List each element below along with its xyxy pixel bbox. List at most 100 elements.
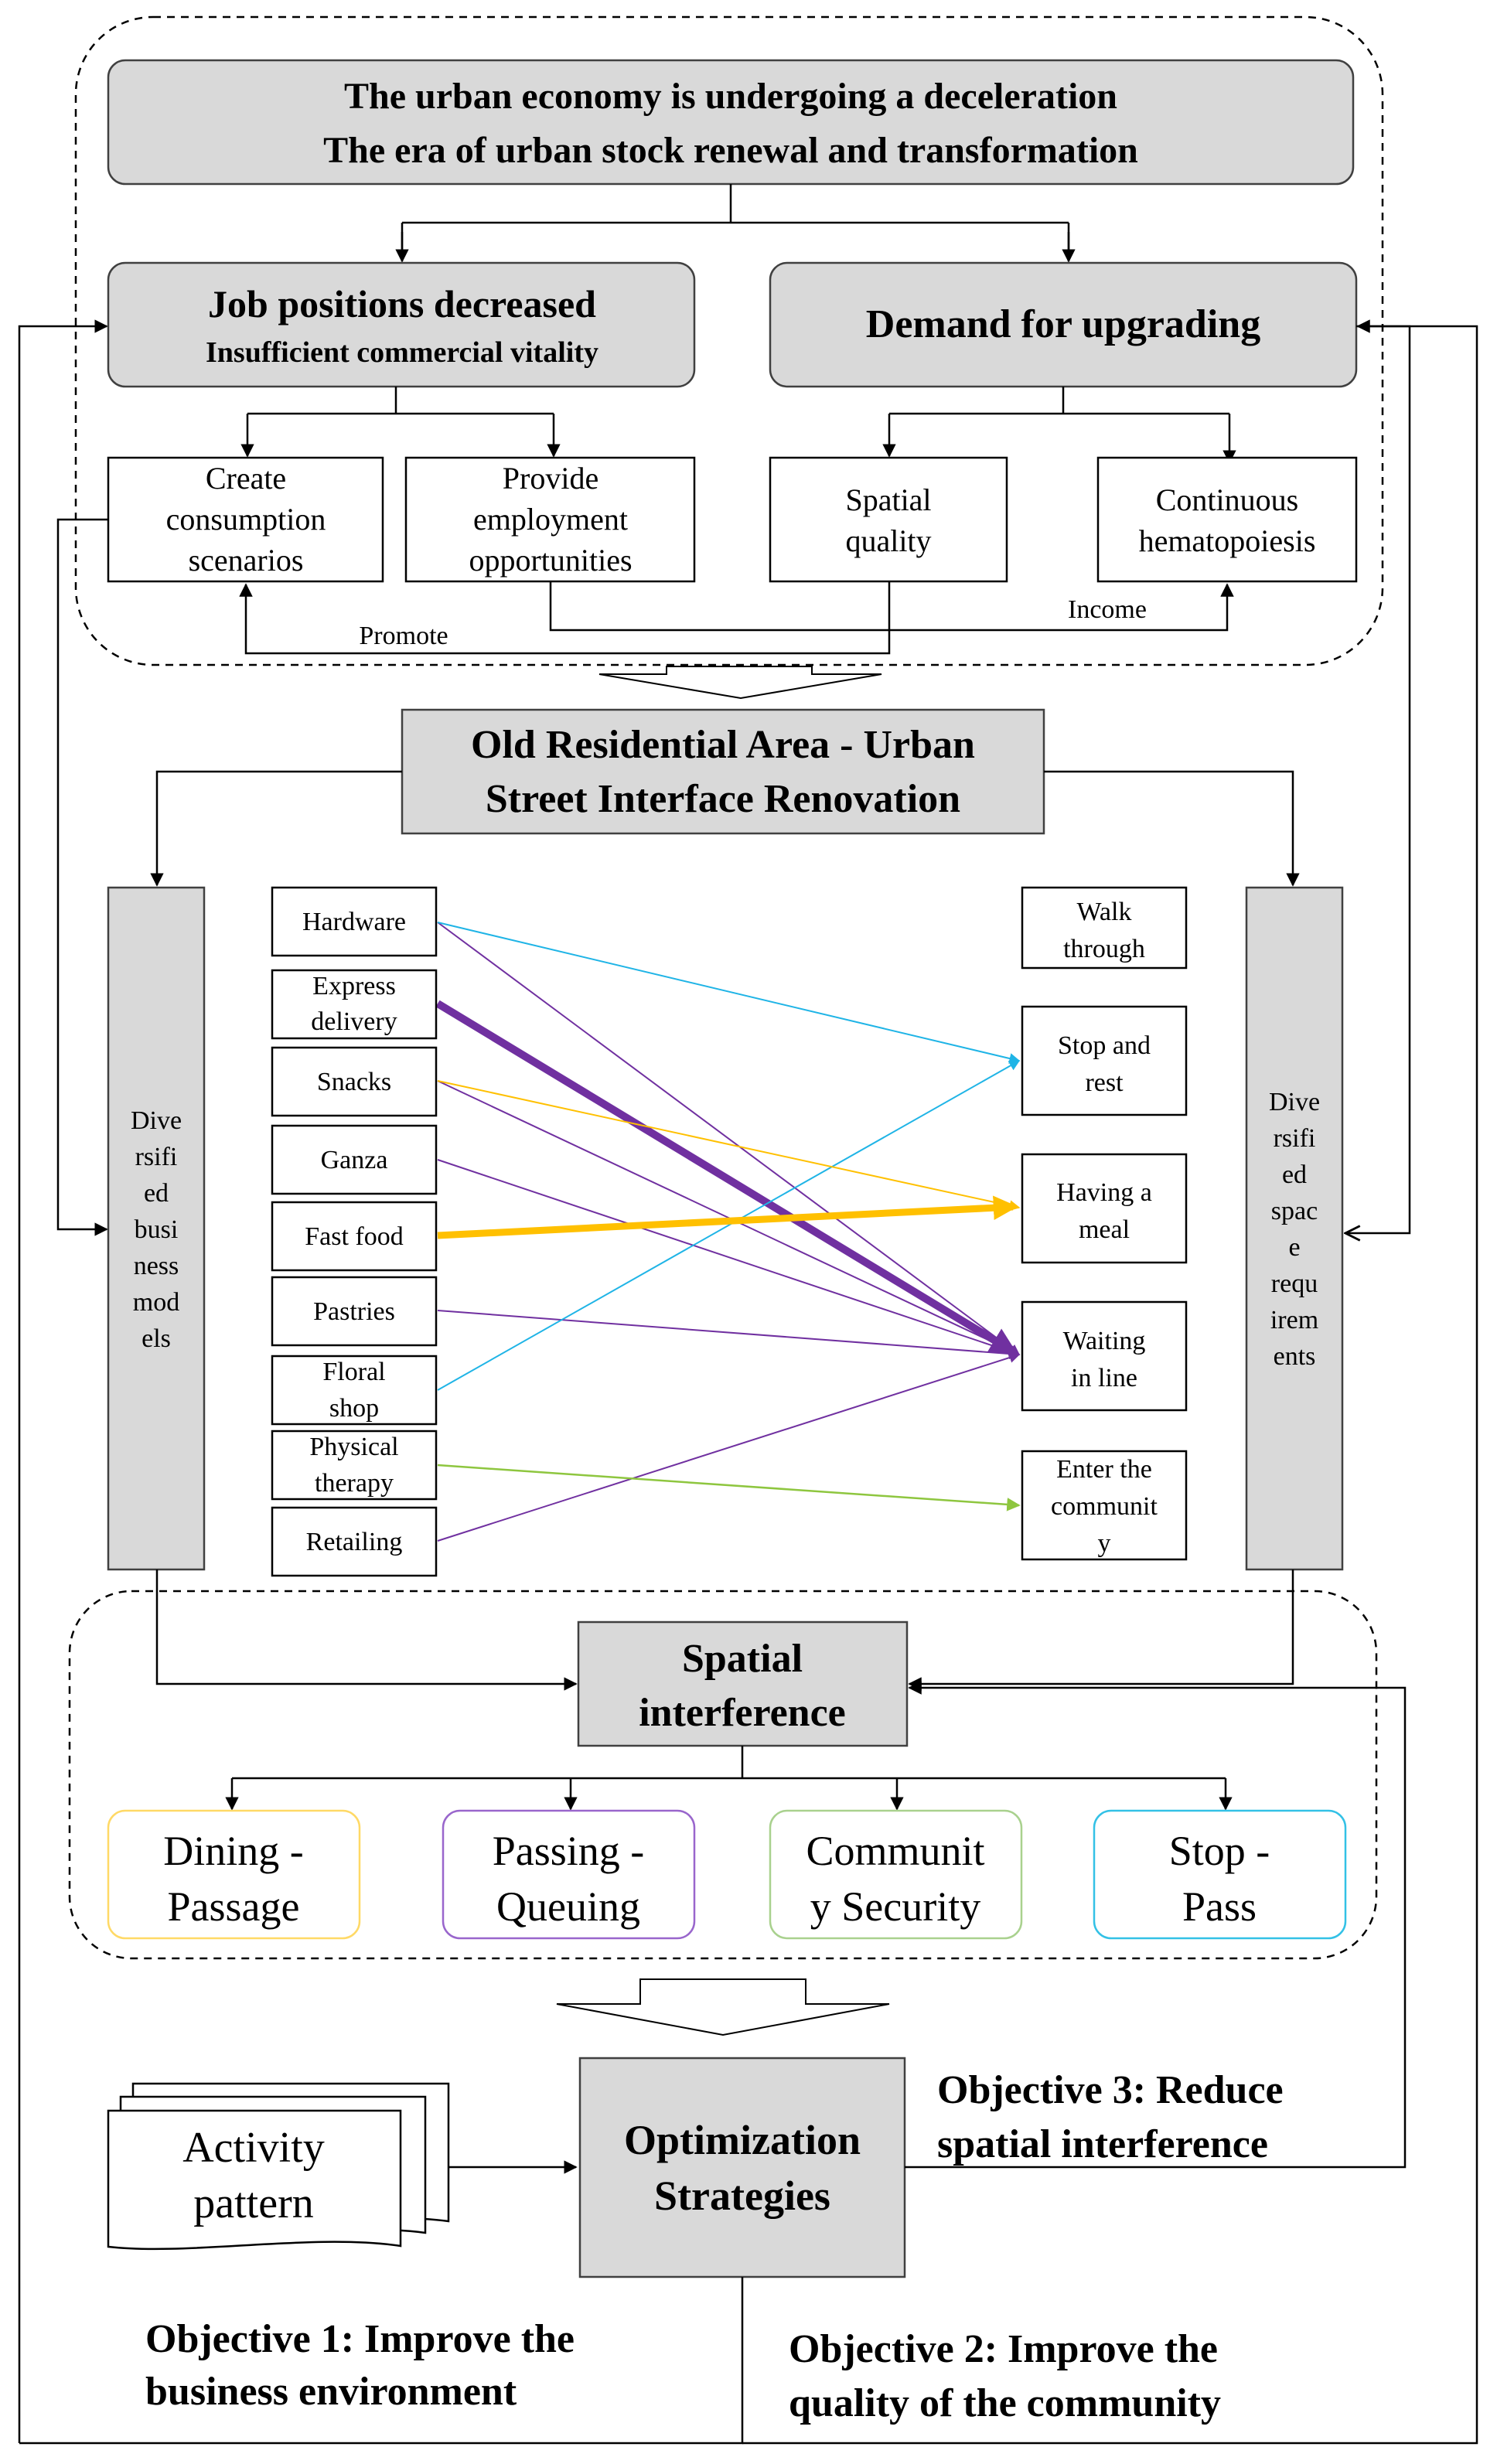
svg-text:Passage: Passage — [168, 1883, 300, 1930]
connection-lines — [435, 922, 1021, 1542]
diversified-business-models-column: Dive rsifi ed busi ness mod els — [107, 886, 206, 1571]
space-waiting-in-line: Waiting in line — [1021, 1300, 1188, 1412]
svg-text:Enter the: Enter the — [1056, 1455, 1152, 1484]
conflict-dining-passage: Dining - Passage — [107, 1809, 361, 1940]
objective-labels: Objective 3: Reduce spatial interference… — [145, 2068, 1284, 2425]
promote-label: Promote — [359, 622, 448, 650]
arrow-requirements-to-interference — [908, 1569, 1294, 1691]
svg-text:pattern: pattern — [193, 2179, 313, 2227]
space-walk-through: Walk through — [1021, 886, 1188, 970]
svg-text:The urban economy is undergoin: The urban economy is undergoing a decele… — [344, 76, 1117, 117]
svg-text:interference: interference — [639, 1691, 846, 1735]
svg-text:Optimization: Optimization — [624, 2117, 861, 2163]
svg-text:Demand for upgrading: Demand for upgrading — [866, 302, 1260, 346]
svg-text:Strategies: Strategies — [654, 2173, 830, 2219]
arrow-to-space-requirements — [1044, 770, 1300, 887]
diversified-space-requirements-column: Dive rsifi ed spac e requ irem ents — [1245, 886, 1344, 1571]
objective-1-line1: Objective 1: Improve the — [145, 2317, 575, 2361]
conflict-stop-pass: Stop - Pass — [1093, 1809, 1347, 1940]
objective-3-feedback-loop — [905, 1681, 1407, 2169]
link-fastfood-meal — [437, 1195, 1018, 1239]
svg-text:Physical: Physical — [309, 1433, 398, 1461]
svg-text:Street Interface Renovation: Street Interface Renovation — [486, 777, 960, 821]
business-express-delivery: Express delivery — [271, 969, 438, 1040]
business-ganza: Ganza — [271, 1124, 438, 1195]
optimization-strategies-box: Optimization Strategies — [578, 2057, 906, 2278]
svg-text:y Security: y Security — [810, 1883, 980, 1930]
svg-text:Stop -: Stop - — [1169, 1828, 1270, 1874]
svg-text:Waiting: Waiting — [1063, 1327, 1146, 1355]
svg-text:Continuous: Continuous — [1156, 482, 1298, 517]
link-hardware-stop — [437, 922, 1021, 1064]
job-positions-box: Job positions decreased Insufficient com… — [107, 261, 696, 388]
objective-3-line1: Objective 3: Reduce — [937, 2068, 1284, 2112]
svg-text:shop: shop — [329, 1394, 379, 1423]
svg-text:rsifi: rsifi — [135, 1143, 178, 1171]
svg-text:Job positions decreased: Job positions decreased — [208, 282, 596, 325]
svg-text:Activity: Activity — [182, 2124, 325, 2172]
income-connector — [549, 581, 1234, 632]
block-arrow-top — [598, 666, 882, 700]
link-hardware-waiting — [437, 922, 1021, 1355]
svg-text:hematopoiesis: hematopoiesis — [1139, 523, 1316, 558]
svg-text:Spatial: Spatial — [682, 1637, 803, 1681]
svg-text:spac: spac — [1271, 1197, 1318, 1225]
link-pastries-waiting — [437, 1310, 1021, 1360]
link-snacks-meal — [437, 1080, 1021, 1212]
svg-text:through: through — [1063, 935, 1145, 963]
svg-text:Floral: Floral — [322, 1358, 385, 1386]
space-stop-and-rest: Stop and rest — [1021, 1005, 1188, 1116]
link-ganza-waiting — [437, 1159, 1021, 1357]
renovation-box: Old Residential Area - Urban Street Inte… — [401, 708, 1045, 835]
interference-split-connector — [232, 1746, 1226, 1780]
svg-text:busi: busi — [135, 1215, 179, 1244]
spatial-interference-box: Spatial interference — [577, 1621, 909, 1747]
demand-to-space-requirements — [1345, 325, 1411, 1233]
promote-connector — [239, 581, 891, 655]
svg-text:therapy: therapy — [315, 1469, 394, 1498]
business-fast-food: Fast food — [271, 1201, 438, 1272]
svg-text:Insufficient commercial vitali: Insufficient commercial vitality — [206, 336, 598, 369]
svg-text:ed: ed — [144, 1179, 169, 1208]
svg-text:els: els — [142, 1324, 171, 1353]
svg-text:requ: requ — [1271, 1269, 1318, 1298]
business-retailing: Retailing — [271, 1506, 438, 1577]
job-split-connector — [247, 387, 554, 415]
objective-1-line2: business environment — [145, 2370, 517, 2414]
objective-1-feedback-loop — [18, 319, 108, 2443]
demand-upgrading-box: Demand for upgrading — [769, 261, 1358, 388]
svg-text:Fast food: Fast food — [305, 1222, 404, 1251]
svg-text:Having a: Having a — [1056, 1178, 1152, 1207]
business-pastries: Pastries — [271, 1276, 438, 1347]
svg-text:Dive: Dive — [1269, 1088, 1320, 1116]
link-retailing-waiting — [437, 1352, 1021, 1542]
svg-text:Dive: Dive — [131, 1106, 182, 1135]
business-hardware: Hardware — [271, 886, 438, 957]
svg-text:Dining -: Dining - — [163, 1828, 304, 1874]
svg-text:consumption: consumption — [166, 502, 326, 537]
svg-text:Snacks: Snacks — [317, 1068, 391, 1096]
interference-region — [68, 1590, 1378, 1960]
hematopoiesis-box: Continuous hematopoiesis — [1096, 456, 1358, 583]
svg-text:Provide: Provide — [503, 461, 598, 496]
svg-text:meal: meal — [1079, 1215, 1130, 1244]
conflict-community-security: Communit y Security — [769, 1809, 1023, 1940]
svg-text:e: e — [1288, 1233, 1300, 1262]
demand-split-connector — [889, 387, 1229, 415]
svg-text:scenarios: scenarios — [189, 543, 304, 578]
svg-text:irem: irem — [1270, 1306, 1318, 1334]
svg-text:Stop and: Stop and — [1058, 1031, 1151, 1060]
svg-text:The era of urban stock renewal: The era of urban stock renewal and trans… — [323, 130, 1138, 171]
conflict-passing-queuing: Passing - Queuing — [442, 1809, 696, 1940]
business-snacks: Snacks — [271, 1046, 438, 1117]
svg-text:Old Residential Area - Urban: Old Residential Area - Urban — [471, 723, 975, 767]
svg-text:Communit: Communit — [806, 1828, 984, 1874]
arrow-to-business-models — [150, 770, 402, 887]
link-floral-stop — [437, 1060, 1021, 1391]
svg-text:Express: Express — [312, 972, 396, 1000]
svg-text:Retailing: Retailing — [306, 1528, 403, 1556]
svg-text:Queuing: Queuing — [496, 1883, 640, 1930]
space-enter-the-community: Enter the communit y — [1021, 1450, 1188, 1561]
objective-2-line2: quality of the community — [789, 2381, 1221, 2425]
